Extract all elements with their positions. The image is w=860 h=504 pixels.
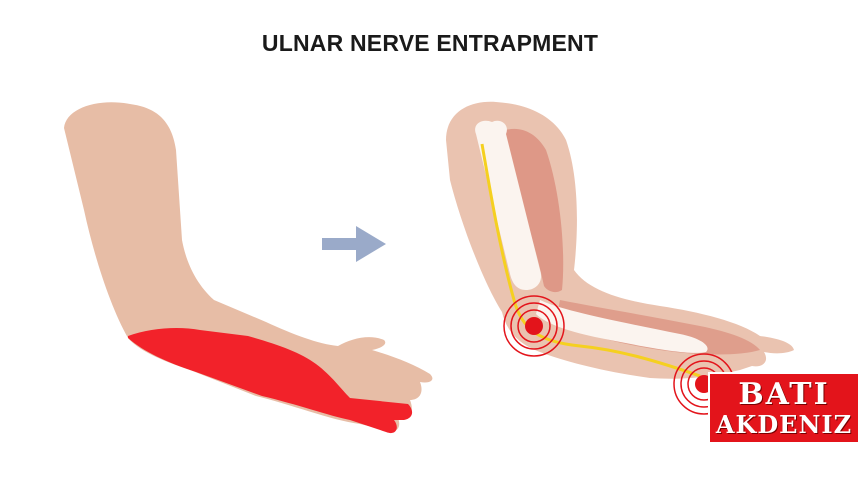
left-arm [64, 102, 433, 434]
right-arm [446, 101, 794, 415]
watermark-line-2: AKDENIZ [715, 409, 853, 439]
humerus-bone [475, 120, 542, 291]
watermark-logo: BATI AKDENIZ [708, 372, 860, 444]
ulna-bone [536, 300, 708, 353]
page-title: ULNAR NERVE ENTRAPMENT [261, 30, 599, 56]
arrow-right-icon [322, 226, 386, 262]
pain-target-icon [503, 295, 565, 357]
left-arm-pain-zone [128, 328, 413, 434]
forearm-muscle [556, 300, 760, 355]
upper-arm-muscle [504, 128, 564, 293]
watermark-line-1: BATI [738, 376, 830, 412]
